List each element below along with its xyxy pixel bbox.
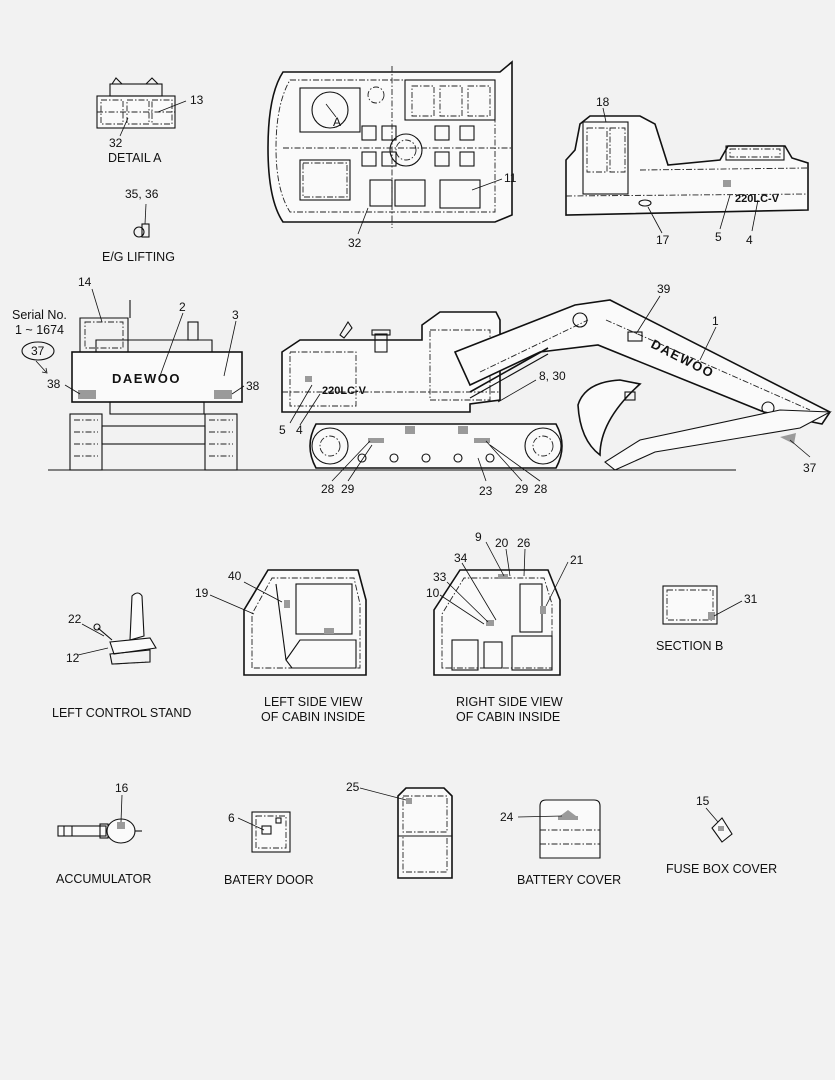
callout-5b: 5 bbox=[279, 423, 286, 437]
callout-4: 4 bbox=[746, 233, 753, 247]
detail-a-drawing bbox=[96, 77, 176, 129]
callout-37: 37 bbox=[803, 461, 817, 475]
caption-detail-a: DETAIL A bbox=[108, 151, 162, 165]
callout-35-36: 35, 36 bbox=[125, 187, 159, 201]
callout-29-right: 29 bbox=[515, 482, 529, 496]
callout-28-right: 28 bbox=[534, 482, 548, 496]
caption-left-side-2: OF CABIN INSIDE bbox=[261, 710, 365, 724]
callout-26: 26 bbox=[517, 536, 531, 550]
cabin-left-inside-drawing bbox=[243, 569, 367, 676]
callout-18: 18 bbox=[596, 95, 610, 109]
callout-32b: 32 bbox=[348, 236, 362, 250]
callout-37-serial: 37 bbox=[31, 344, 45, 358]
callout-25: 25 bbox=[346, 780, 360, 794]
fuse-box-cover-drawing bbox=[711, 817, 733, 843]
callout-16: 16 bbox=[115, 781, 129, 795]
caption-battery-door: BATERY DOOR bbox=[224, 873, 314, 887]
callout-17: 17 bbox=[656, 233, 670, 247]
callout-31: 31 bbox=[744, 592, 758, 606]
caption-battery-cover: BATTERY COVER bbox=[517, 873, 621, 887]
caption-fuse-box-cover: FUSE BOX COVER bbox=[666, 862, 777, 876]
serial-label: Serial No. bbox=[12, 308, 67, 322]
callout-14: 14 bbox=[78, 275, 92, 289]
callout-4b: 4 bbox=[296, 423, 303, 437]
callout-5: 5 bbox=[715, 230, 722, 244]
callout-40: 40 bbox=[228, 569, 242, 583]
caption-eg-lifting: E/G LIFTING bbox=[102, 250, 175, 264]
engine-lifting-hook-drawing bbox=[133, 203, 150, 238]
battery-door-drawing bbox=[251, 811, 291, 853]
callout-2: 2 bbox=[179, 300, 186, 314]
caption-left-side-1: LEFT SIDE VIEW bbox=[264, 695, 363, 709]
section-b-drawing bbox=[662, 585, 718, 625]
serial-range: 1 ~ 1674 bbox=[15, 323, 64, 337]
caption-section-b: SECTION B bbox=[656, 639, 723, 653]
accumulator-drawing bbox=[57, 818, 142, 844]
left-control-stand-drawing bbox=[93, 592, 157, 665]
callout-11: 11 bbox=[504, 171, 517, 185]
callout-39: 39 bbox=[657, 282, 671, 296]
callout-1: 1 bbox=[712, 314, 719, 328]
callout-8-30: 8, 30 bbox=[539, 369, 566, 383]
model-decal-top: 220LC-V bbox=[735, 193, 780, 205]
caption-left-control-stand: LEFT CONTROL STAND bbox=[52, 706, 191, 720]
callout-21: 21 bbox=[570, 553, 584, 567]
cab-door-drawing bbox=[397, 787, 453, 879]
callout-28-left: 28 bbox=[321, 482, 335, 496]
callout-32: 32 bbox=[109, 136, 123, 150]
callout-12: 12 bbox=[66, 651, 80, 665]
upper-structure-side-view bbox=[565, 115, 809, 216]
callout-6: 6 bbox=[228, 811, 235, 825]
callout-10: 10 bbox=[426, 586, 440, 600]
callout-38-right: 38 bbox=[246, 379, 260, 393]
caption-right-side-1: RIGHT SIDE VIEW bbox=[456, 695, 563, 709]
cabin-right-inside-drawing bbox=[433, 569, 561, 676]
caption-accumulator: ACCUMULATOR bbox=[56, 872, 151, 886]
side-view-machine bbox=[281, 299, 833, 471]
callout-29-left: 29 bbox=[341, 482, 355, 496]
view-a-label: A bbox=[333, 115, 341, 129]
callout-34: 34 bbox=[454, 551, 468, 565]
callout-19: 19 bbox=[195, 586, 209, 600]
callout-24: 24 bbox=[500, 810, 514, 824]
battery-cover-drawing bbox=[539, 799, 601, 859]
model-decal-side: 220LC-V bbox=[322, 385, 367, 397]
callout-13: 13 bbox=[190, 93, 204, 107]
brand-decal-rear: DAEWOO bbox=[112, 371, 181, 386]
callout-20: 20 bbox=[495, 536, 509, 550]
caption-right-side-2: OF CABIN INSIDE bbox=[456, 710, 560, 724]
callout-3: 3 bbox=[232, 308, 239, 322]
callout-33: 33 bbox=[433, 570, 447, 584]
callout-9: 9 bbox=[475, 530, 482, 544]
callout-23: 23 bbox=[479, 484, 493, 498]
upper-structure-top-view bbox=[267, 60, 513, 228]
callout-22: 22 bbox=[68, 612, 82, 626]
callout-15: 15 bbox=[696, 794, 710, 808]
rear-view-machine bbox=[69, 300, 243, 471]
callout-38-left: 38 bbox=[47, 377, 61, 391]
